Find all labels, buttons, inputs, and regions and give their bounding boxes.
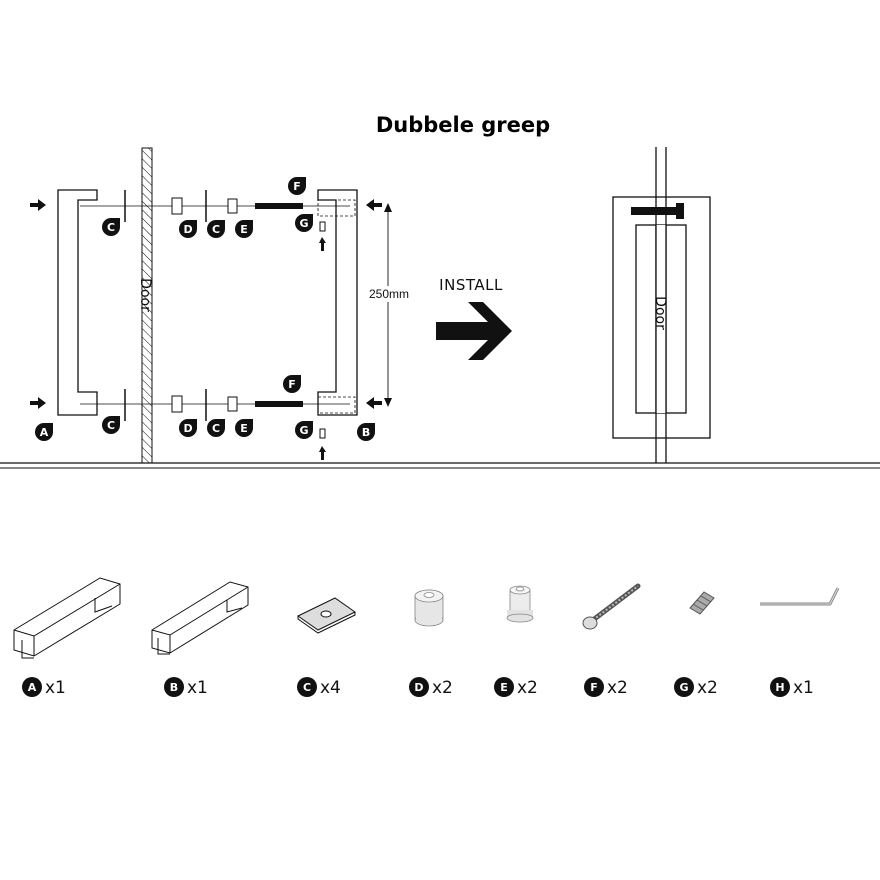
dimension-arrow-top [384,203,392,212]
handle-a [57,189,98,416]
svg-text:G: G [299,217,308,230]
callout-c-bottom-right: C [207,419,225,437]
callout-c-bottom-left: C [102,416,120,434]
bushing-e-bottom [227,396,238,412]
svg-text:x1: x1 [793,678,814,698]
svg-text:A: A [28,681,37,694]
dimension-label: 250mm [369,287,409,301]
svg-text:F: F [590,681,598,694]
handle-b-bore-top [317,199,356,217]
callout-e-top: E [235,220,253,238]
arrow-left-bottom [30,397,46,409]
install-label: INSTALL [439,276,503,294]
svg-text:C: C [107,419,115,432]
bushing-e-top [227,198,238,214]
arrow-right-top [366,199,382,211]
callout-f-top: F [288,177,306,195]
long-handle-icon [151,581,249,655]
svg-text:x1: x1 [187,678,208,698]
up-arrow-bottom [319,446,326,460]
grub-g-top [319,221,326,232]
part-b-label: B x1 [164,677,208,698]
svg-text:A: A [40,426,49,439]
installed-door-face [656,225,666,413]
callout-b: B [357,423,375,441]
dimension-label-bg [366,286,410,302]
svg-text:H: H [775,681,784,694]
up-arrow-top [319,237,326,251]
arrow-right-bottom [366,397,382,409]
install-arrow-icon [436,302,512,360]
part-e-label: E x2 [494,677,538,698]
bolt-icon [582,583,641,630]
installed-door-label: Door [652,296,668,330]
svg-text:x1: x1 [45,678,66,698]
svg-text:C: C [303,681,311,694]
svg-text:F: F [293,180,301,193]
callout-d-bottom: D [179,419,197,437]
callout-e-bottom: E [235,419,253,437]
svg-text:B: B [362,426,370,439]
svg-text:F: F [288,378,296,391]
callout-c-top-left: C [102,218,120,236]
door-glass [141,147,153,464]
installed-view: Door [612,147,711,463]
grub-g-bottom [319,428,326,439]
spacer-icon [414,589,444,627]
part-g-label: G x2 [674,677,718,698]
bushing-icon [506,585,534,623]
svg-text:D: D [183,422,192,435]
svg-text:G: G [299,424,308,437]
svg-text:C: C [212,223,220,236]
svg-text:x2: x2 [517,678,538,698]
svg-text:C: C [212,422,220,435]
bolt-f-bottom [255,401,303,407]
parts-list: A x1 B x1 C x4 D x2 E x2 F x2 [13,577,840,698]
installed-bolt [631,207,681,215]
installed-bolt-nut [676,203,684,219]
arrow-left-top [30,199,46,211]
svg-text:x4: x4 [320,678,341,698]
bolt-f-top [255,203,303,209]
svg-text:x2: x2 [432,678,453,698]
spacer-d-bottom [171,395,183,413]
callout-d-top: D [179,220,197,238]
svg-text:x2: x2 [607,678,628,698]
svg-text:D: D [183,223,192,236]
svg-text:C: C [107,221,115,234]
svg-text:E: E [240,422,248,435]
handle-b-bore-bottom [317,396,356,414]
allen-key-icon [760,587,840,606]
door-label: Door [137,278,153,312]
part-a-label: A x1 [22,677,66,698]
part-f-label: F x2 [584,677,628,698]
callout-c-top-right: C [207,220,225,238]
callout-g-top: G [295,214,313,232]
page-title: Dubbele greep [376,113,550,137]
part-c-label: C x4 [297,677,341,698]
exploded-view: Door [30,147,410,464]
dimension-arrow-bottom [384,398,392,407]
callout-a: A [35,423,53,441]
svg-text:E: E [240,223,248,236]
part-h-label: H x1 [770,677,814,698]
washer-plate-icon [297,597,356,634]
callout-f-bottom: F [283,375,301,393]
long-handle-icon [13,577,121,659]
grub-screw-icon [689,591,715,615]
svg-text:G: G [679,681,688,694]
svg-text:B: B [170,681,178,694]
svg-text:E: E [500,681,508,694]
callout-g-bottom: G [295,421,313,439]
spacer-d-top [171,197,183,215]
part-d-label: D x2 [409,677,453,698]
svg-text:D: D [414,681,423,694]
svg-text:x2: x2 [697,678,718,698]
